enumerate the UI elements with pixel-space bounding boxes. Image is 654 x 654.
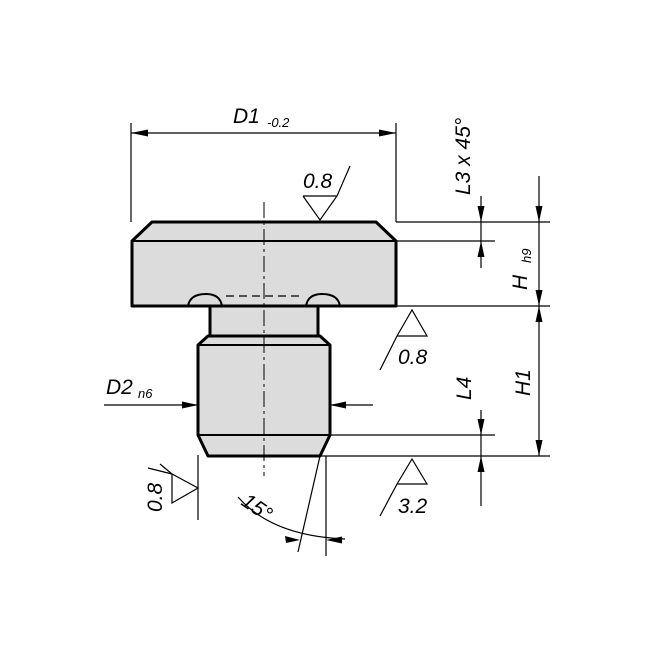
d2-label: D2 xyxy=(106,376,133,399)
l4-label: L4 xyxy=(453,377,476,400)
h1-label: H1 xyxy=(512,369,535,396)
h-tolerance: h9 xyxy=(519,249,534,263)
dim-l3 xyxy=(477,196,485,268)
finish-top-symbol xyxy=(302,165,351,222)
dim-l4 xyxy=(477,410,485,506)
h-label: H xyxy=(509,274,532,290)
dim-angle xyxy=(237,455,346,556)
d1-label: D1 xyxy=(233,105,260,128)
finish-bottom-value: 3.2 xyxy=(398,495,428,518)
dim-d2 xyxy=(104,401,373,409)
d2-tolerance: n6 xyxy=(138,386,153,401)
relief-right xyxy=(305,292,341,307)
dim-h xyxy=(535,176,543,306)
finish-left-value: 0.8 xyxy=(144,482,167,512)
dim-h1 xyxy=(535,306,543,456)
dim-d1 xyxy=(130,123,397,222)
l3-label: L3 x 45° xyxy=(452,118,475,195)
d1-tolerance: -0.2 xyxy=(267,115,290,130)
angle-label: 15° xyxy=(237,489,276,526)
finish-shoulder-value: 0.8 xyxy=(398,346,428,369)
finish-bottom-symbol xyxy=(379,457,429,517)
relief-left xyxy=(187,292,223,307)
finish-shoulder-symbol xyxy=(379,308,429,371)
finish-left-symbol xyxy=(147,455,200,520)
finish-top-value: 0.8 xyxy=(303,170,333,193)
